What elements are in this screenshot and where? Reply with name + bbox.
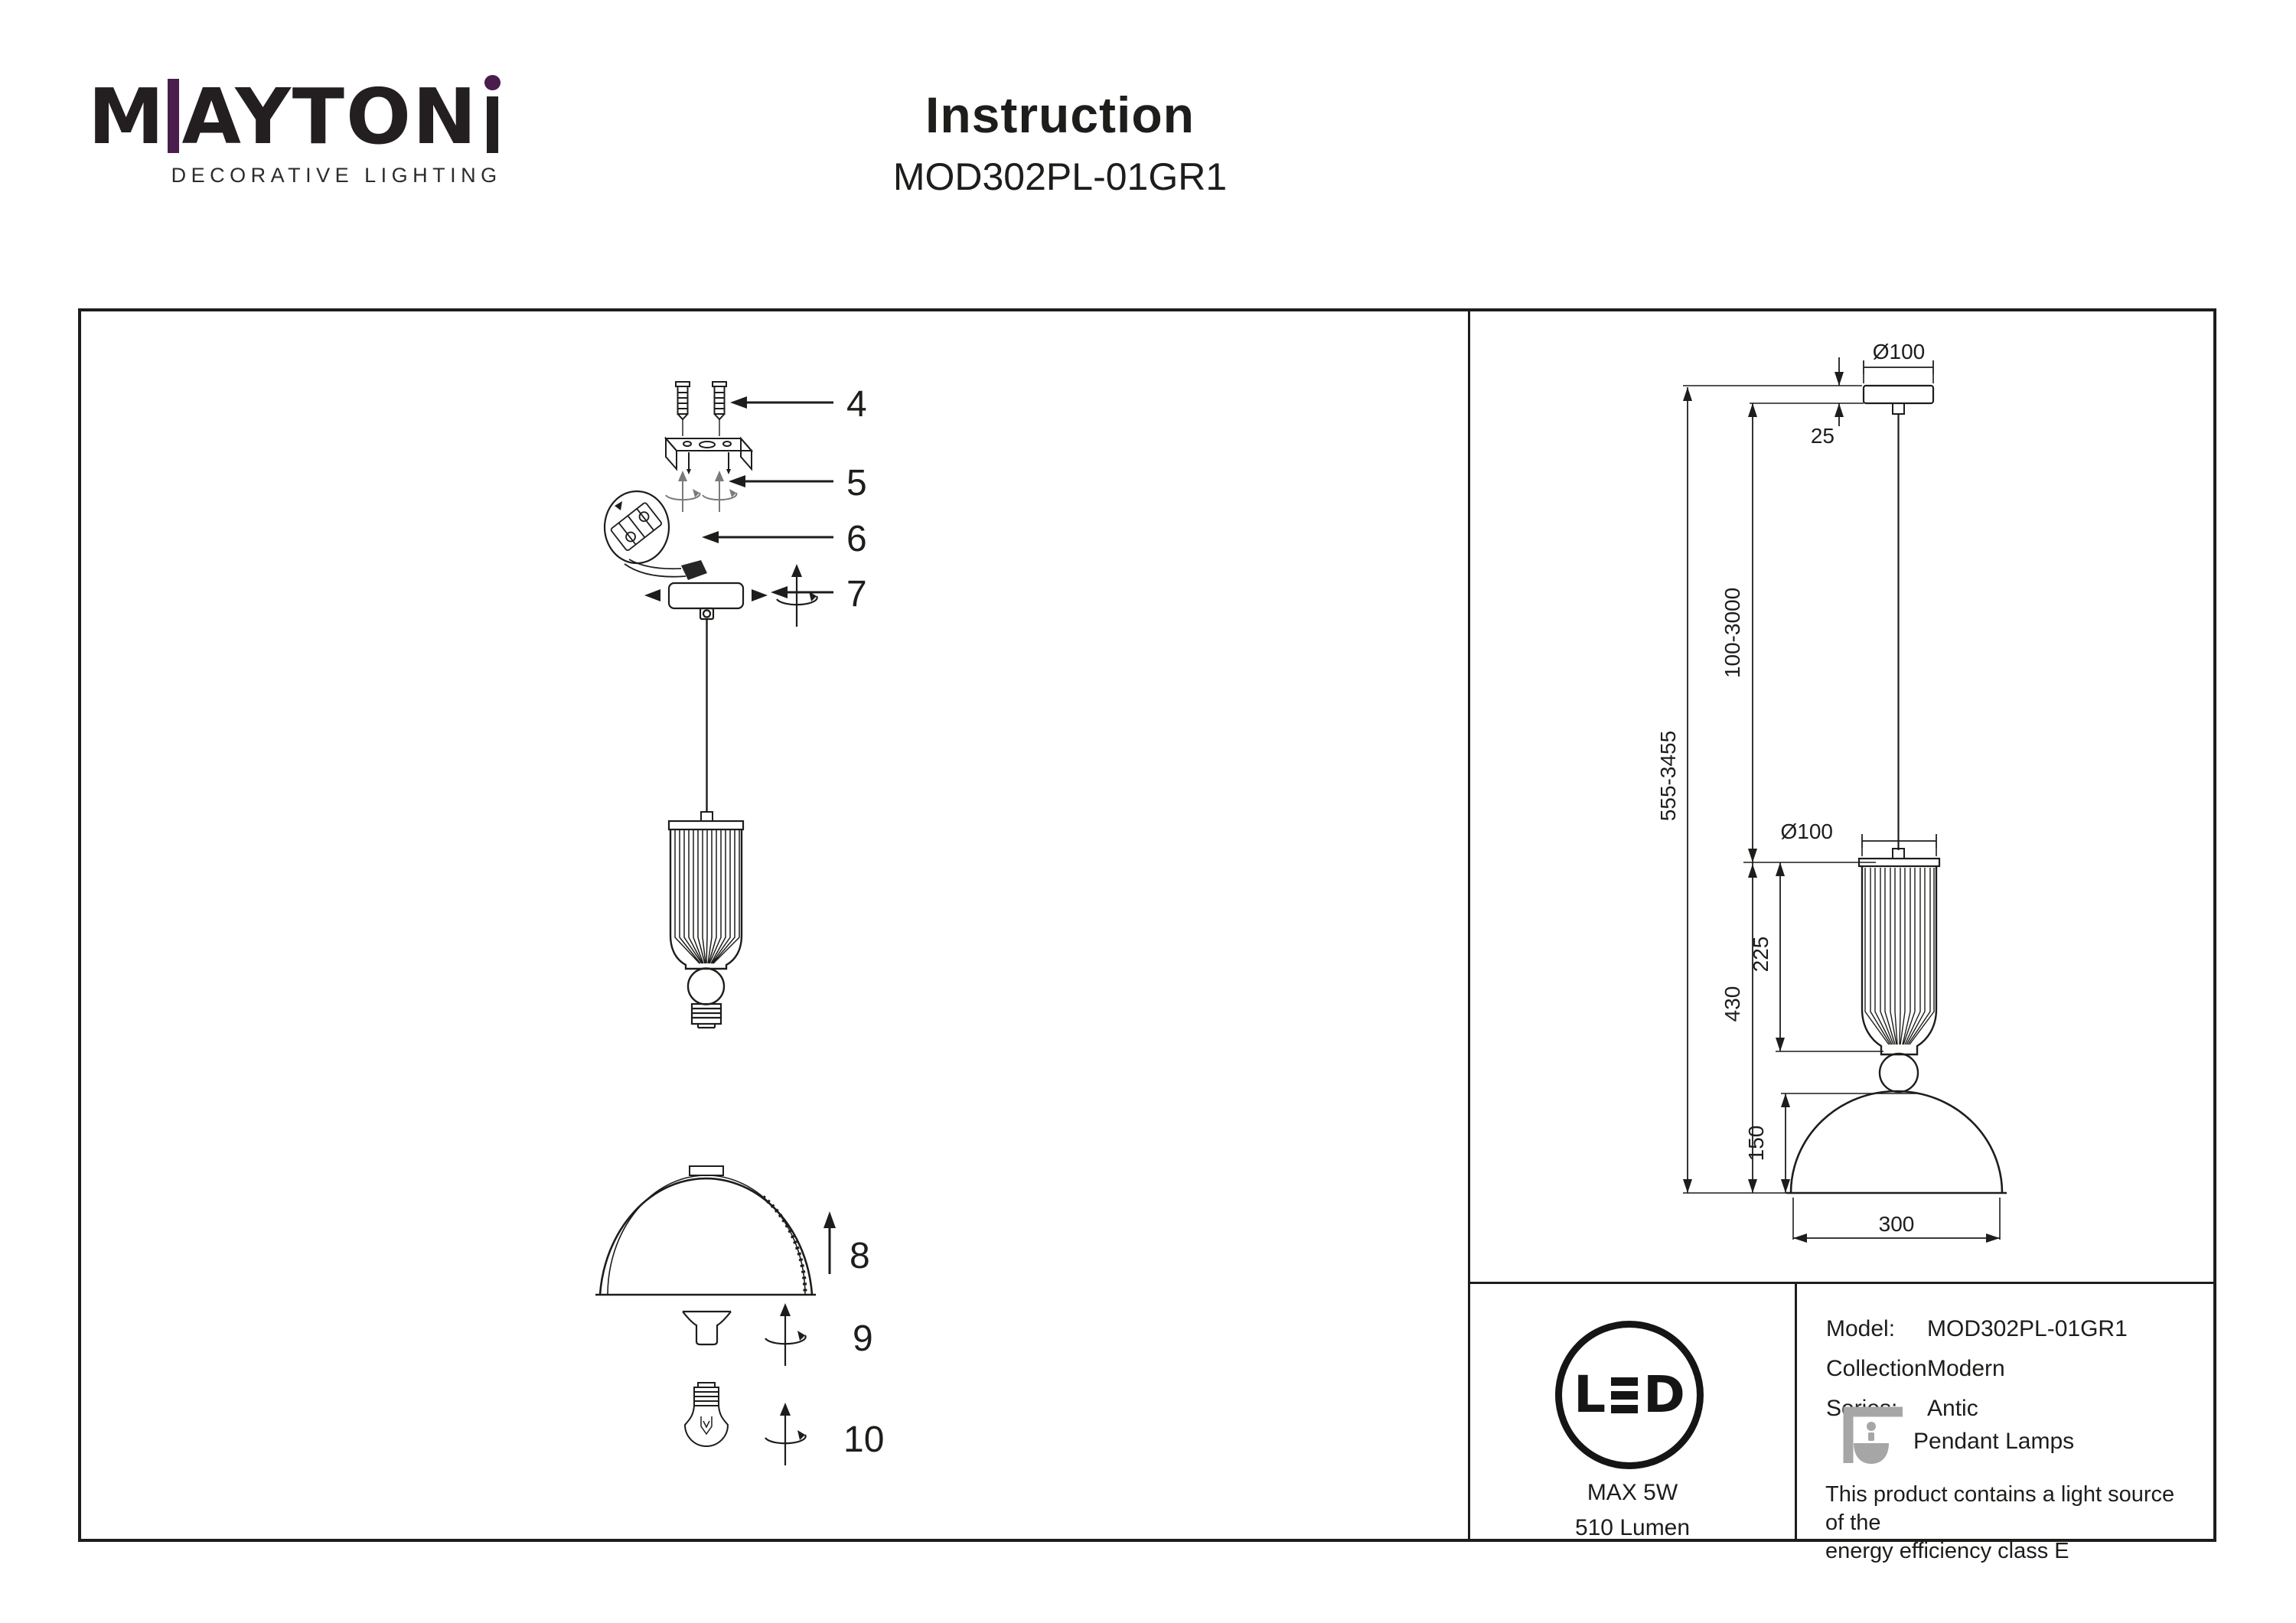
dim-body-height: 430 [1720,986,1744,1022]
category-row: Pendant Lamps [1913,1429,2074,1455]
ribbed-glass-shade [667,820,745,970]
logo-tagline: DECORATIVE LIGHTING [171,164,502,187]
suspension-cord [700,619,713,822]
wiring-detail [603,490,707,580]
ceiling-canopy [644,582,768,621]
logo-letter-i [484,75,501,153]
step-7-label: 7 [846,574,867,614]
series-value: Antic [1927,1396,1978,1421]
dim-canopy-height: 25 [1811,424,1835,448]
logo-i-dot-icon [484,75,501,90]
fixture-outline [1786,384,2007,1194]
logo-i-stem [486,96,498,153]
dim-dome-height: 150 [1744,1126,1768,1162]
led-badge-icon: L D [1555,1321,1704,1469]
dimension-drawing: Ø100 25 555-3455 100-3000 430 225 150 Ø1… [1656,340,2007,1243]
collection-value: Modern [1927,1356,2005,1381]
screw-rotation-icons [665,470,738,513]
step-10-label: 10 [843,1419,884,1460]
energy-note-line1: This product contains a light source of … [1825,1482,2175,1536]
decorative-ball [687,967,726,1005]
energy-class-note: This product contains a light source of … [1825,1481,2185,1566]
pendant-lamp-icon [1843,1406,1903,1464]
dimension-lines [1683,357,2000,1243]
logo-purple-bar [167,79,179,153]
category-value: Pendant Lamps [1913,1429,2075,1454]
model-label: Model: [1826,1316,1896,1341]
step-4-label: 4 [846,384,867,425]
light-bulb [683,1382,729,1447]
slide-left-arrow-icon [644,589,660,601]
model-value: MOD302PL-01GR1 [1927,1316,2128,1341]
collection-row: Collection: Modern [1826,1356,2005,1382]
dim-dome-diameter: 300 [1879,1212,1915,1236]
maytoni-wordmark: M AYTON [88,75,502,155]
step-8-label: 8 [850,1236,870,1276]
max-power-label: MAX 5W [1587,1480,1678,1505]
logo-letter-m: M [88,72,166,161]
dim-overall-height: 555-3455 [1656,731,1680,821]
page-title: Instruction [925,86,1195,143]
dim-shade-diameter: Ø100 [1781,820,1834,843]
wall-anchors [675,381,727,436]
rotate-ring-icon [764,1302,807,1367]
product-details-cell: Model: MOD302PL-01GR1 Collection: Modern… [1797,1284,2213,1563]
dim-suspension-length: 100-3000 [1720,588,1744,678]
dome-shade [595,1165,816,1296]
socket-ring [682,1310,732,1346]
product-info-strip: L D MAX 5W 510 Lumen Model: MOD302PL-01G… [1470,1282,2213,1563]
rotate-bulb-icon [764,1401,807,1467]
step-9-label: 9 [853,1318,873,1359]
led-letter-l: L [1574,1365,1606,1424]
led-letter-e-bars [1611,1377,1639,1413]
led-letter-d: D [1643,1365,1685,1424]
mounting-bracket [664,436,754,474]
maytoni-logo: M AYTON DECORATIVE LIGHTING [88,75,502,187]
step-6-label: 6 [846,519,867,559]
drawing-frame: 4 5 6 7 8 9 10 [78,308,2216,1563]
model-row: Model: MOD302PL-01GR1 [1826,1316,2128,1342]
slide-right-arrow-icon [752,589,768,601]
panel-divider [1468,311,1470,1539]
dim-canopy-diameter: Ø100 [1873,340,1926,363]
step-leaders [702,396,836,1274]
dim-shade-height: 225 [1749,937,1773,973]
led-badge-cell: L D MAX 5W 510 Lumen [1470,1284,1797,1541]
collection-label: Collection: [1826,1356,1934,1381]
exploded-assembly-diagram: 4 5 6 7 8 9 10 [595,381,884,1467]
lamp-socket [690,1002,722,1029]
extension-lines [1683,374,2001,1240]
logo-letters-ayton: AYTON [181,72,478,161]
luminous-flux-label: 510 Lumen [1574,1515,1691,1540]
step-5-label: 5 [846,463,867,504]
model-number-title: MOD302PL-01GR1 [892,155,1228,198]
energy-note-line2: energy efficiency class E [1825,1539,2069,1564]
title-block: Instruction MOD302PL-01GR1 [754,86,1366,199]
